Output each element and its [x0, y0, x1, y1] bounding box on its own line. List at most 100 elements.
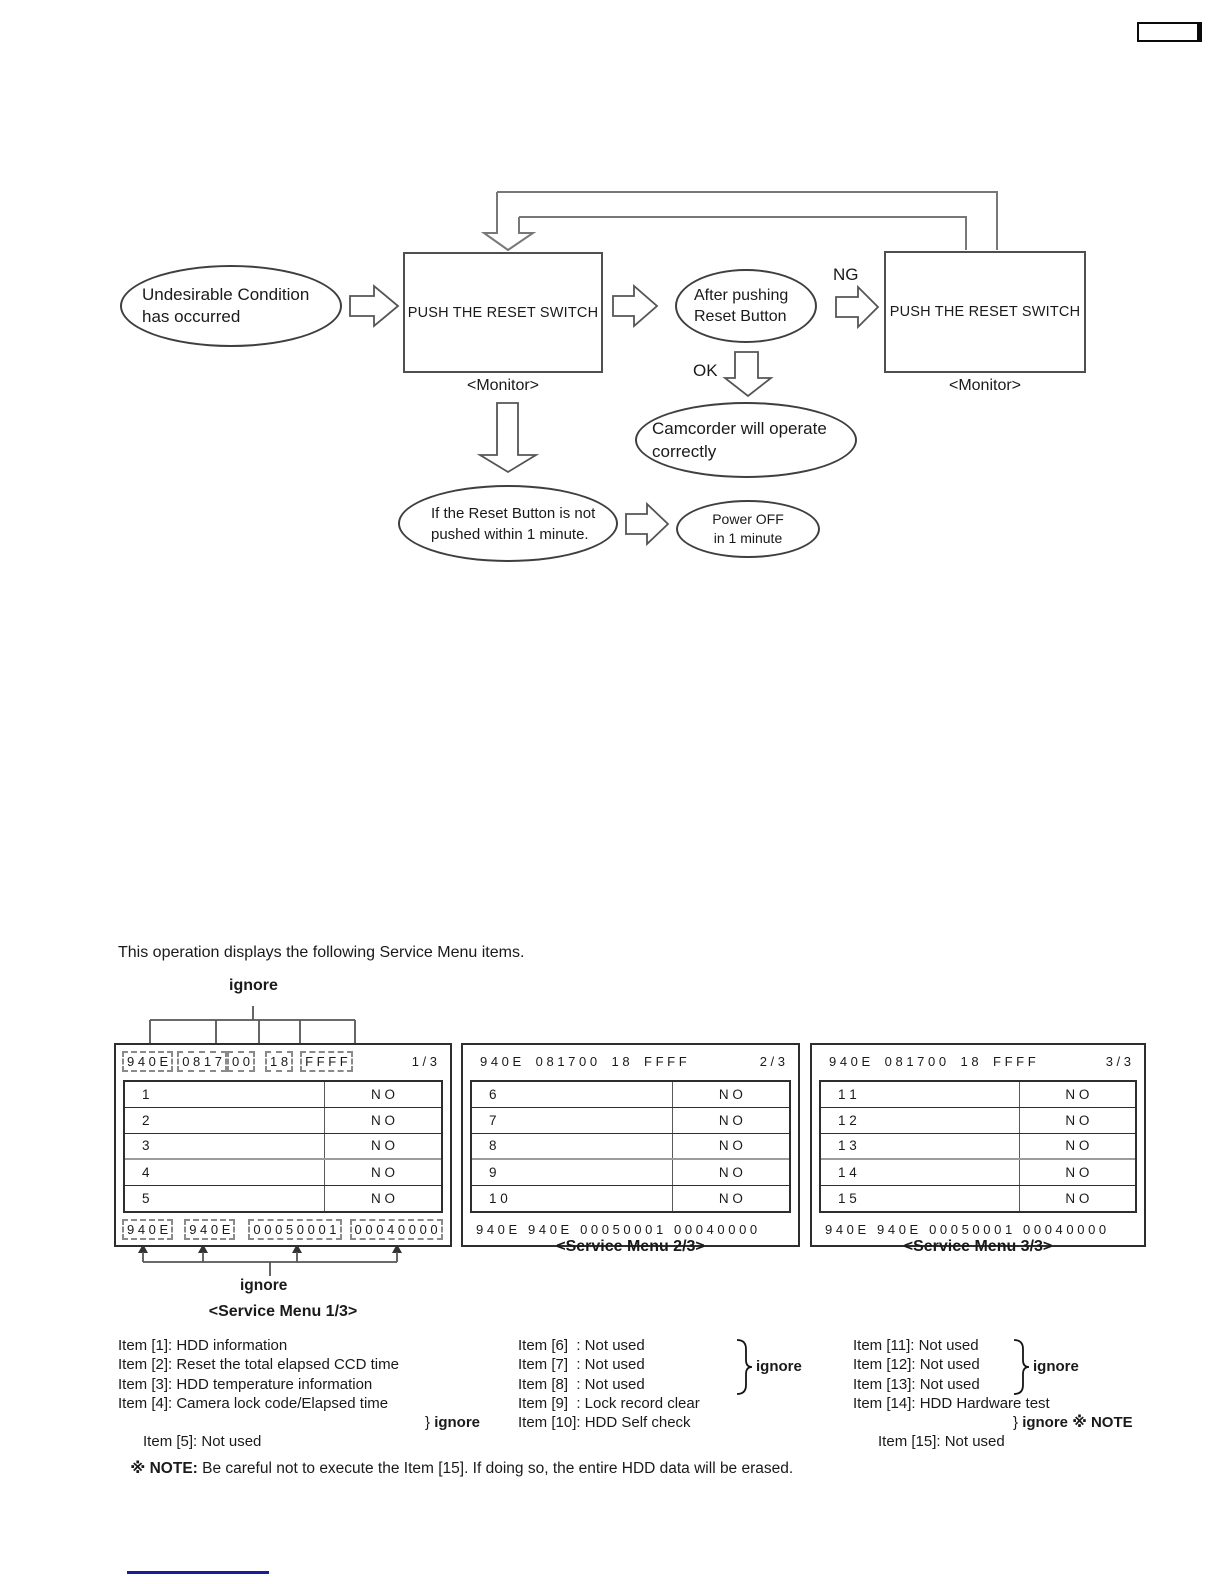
flow-text: in 1 minute [713, 530, 783, 546]
caption-service-menu-1: <Service Menu 1/3> [208, 1303, 358, 1320]
ok-label: OK [693, 361, 718, 380]
item-list-column-3: Item [11]: Not used Item [12]: Not used … [853, 1336, 1173, 1490]
flow-box-push-reset-1: PUSH THE RESET SWITCH [403, 252, 603, 373]
item-description: Item [10]: HDD Self check [518, 1414, 691, 1432]
item-value: N O [324, 1186, 441, 1211]
page-indicator: 2 / 3 [759, 1054, 785, 1069]
flow-text: Undesirable Condition [142, 285, 310, 304]
caption-service-menu-2: <Service Menu 2/3> [556, 1238, 705, 1255]
table-footer: 9 4 0 E 9 4 0 E 0 0 0 5 0 0 0 1 0 0 0 4 … [463, 1214, 798, 1245]
ignore-note-text: ignore ※ NOTE [1022, 1414, 1133, 1432]
item-description: Item [8] : Not used [518, 1375, 645, 1393]
item-number: 1 4 [838, 1165, 857, 1181]
service-menu-table-3: 9 4 0 E 0 8 1 7 0 0 1 8 F F F F 3 / 3 1 … [810, 1043, 1146, 1247]
ng-label: NG [833, 265, 859, 284]
table-header: 9 4 0 E 0 8 1 7 0 0 1 8 F F F F 2 / 3 [463, 1045, 798, 1078]
flow-text: correctly [652, 442, 717, 461]
arrow-down-icon-ok [722, 351, 774, 398]
item-description: Item [7] : Not used [518, 1356, 645, 1374]
item-description: Item [2]: Reset the total elapsed CCD ti… [118, 1356, 399, 1374]
header-field: 9 4 0 E 0 8 1 7 0 0 1 8 F F F F [829, 1054, 1036, 1069]
table-header: 9 4 0 E 0 8 1 7 0 0 1 8 F F F F 3 / 3 [812, 1045, 1144, 1078]
loop-pipe-arrowhead-icon [480, 192, 537, 252]
item-number: 1 1 [838, 1086, 857, 1102]
flow-text: PUSH THE RESET SWITCH [407, 304, 599, 321]
item-number: 1 2 [838, 1112, 857, 1128]
item-number: 6 [489, 1086, 497, 1102]
table-row: 1 N O [125, 1082, 441, 1107]
ignore-text-items-11-13: ignore [1033, 1358, 1079, 1375]
item-value: N O [671, 1133, 789, 1159]
flow-text: If the Reset Button is not [431, 504, 596, 522]
table-row: 8 N O [472, 1132, 789, 1159]
item-value: N O [1018, 1082, 1135, 1107]
ignore-top-label: ignore [229, 977, 278, 994]
item-value: N O [1018, 1107, 1135, 1133]
arrow-right-icon-ng [835, 284, 880, 330]
item-description-text: Item [5]: Not used [143, 1433, 262, 1451]
arrow-down-icon-monitor1 [476, 402, 540, 474]
monitor-label-2: <Monitor> [948, 377, 1022, 394]
flow-ellipse-reset-not-pushed: If the Reset Button is not pushed within… [398, 485, 618, 562]
footer-field: 9 4 0 E 9 4 0 E 0 0 0 5 0 0 0 1 0 0 0 4 … [825, 1222, 1107, 1237]
item-value: N O [671, 1186, 789, 1211]
item-number: 4 [142, 1165, 150, 1181]
caption-service-menu-3: <Service Menu 3/3> [903, 1238, 1053, 1255]
note-text: Be careful not to execute the Item [15].… [197, 1460, 794, 1477]
item-description: Item [1]: HDD information [118, 1337, 288, 1354]
ignore-suffix: } ignore [425, 1413, 480, 1432]
flow-ellipse-power-off: Power OFF in 1 minute [676, 500, 820, 558]
item-description: Item [12]: Not used [853, 1356, 980, 1374]
arrow-right-icon-timeout-to-poweroff [625, 501, 670, 547]
table-row: 3 N O [125, 1132, 441, 1159]
footer-field-dashed: 9 4 0 E [122, 1219, 174, 1240]
flow-text: has occurred [142, 307, 241, 326]
footer-link-underline[interactable] [127, 1571, 269, 1574]
item-number: 2 [142, 1112, 150, 1128]
item-value: N O [324, 1082, 441, 1107]
header-field-dashed: 0 8 1 7 [177, 1051, 227, 1072]
item-value: N O [671, 1082, 789, 1107]
item-number: 1 0 [489, 1191, 508, 1207]
item-description: Item [9] : Lock record clear [518, 1394, 700, 1412]
item-description: Item [3]: HDD temperature information [118, 1375, 373, 1393]
item-value: N O [671, 1107, 789, 1133]
arrow-right-icon-start-to-push [349, 284, 400, 328]
page-indicator: 1 / 3 [411, 1054, 437, 1069]
table-row: 1 1 N O [821, 1082, 1135, 1107]
flow-ellipse-operate-correctly: Camcorder will operate correctly [635, 402, 857, 478]
table-row: 1 2 N O [821, 1106, 1135, 1133]
flow-box-push-reset-2: PUSH THE RESET SWITCH [884, 251, 1086, 373]
brace-glyph: } [1013, 1414, 1023, 1432]
footer-field: 9 4 0 E 9 4 0 E 0 0 0 5 0 0 0 1 0 0 0 4 … [476, 1222, 758, 1237]
item-number: 1 [142, 1086, 150, 1102]
item-value: N O [324, 1133, 441, 1159]
header-field-dashed: F F F F [300, 1051, 353, 1072]
item-number: 8 [489, 1138, 497, 1154]
item-number: 9 [489, 1165, 497, 1181]
note-label: ※ NOTE: [130, 1460, 198, 1477]
flow-ellipse-after-pushing: After pushing Reset Button [675, 269, 817, 343]
loop-pipe-outer [497, 191, 998, 250]
item-description: Item [15]: Not used } ignore ※ NOTE [853, 1413, 1173, 1490]
note-line: ※ NOTE: Be careful not to execute the It… [113, 1441, 793, 1496]
item-number: 3 [142, 1138, 150, 1154]
header-field-dashed: 0 0 [226, 1051, 256, 1072]
item-list-column-1: Item [1]: HDD information Item [2]: Rese… [118, 1336, 518, 1490]
item-list-column-2: Item [6] : Not used Item [7] : Not used … [518, 1336, 848, 1432]
ignore-bottom-label: ignore [240, 1277, 288, 1294]
table-row: 2 N O [125, 1106, 441, 1133]
page-indicator: 3 / 3 [1105, 1054, 1131, 1069]
table-row: 1 0 N O [472, 1185, 789, 1211]
ignore-bottom-connector [142, 1252, 398, 1276]
item-value: N O [324, 1107, 441, 1133]
service-menu-intro: This operation displays the following Se… [118, 944, 525, 961]
